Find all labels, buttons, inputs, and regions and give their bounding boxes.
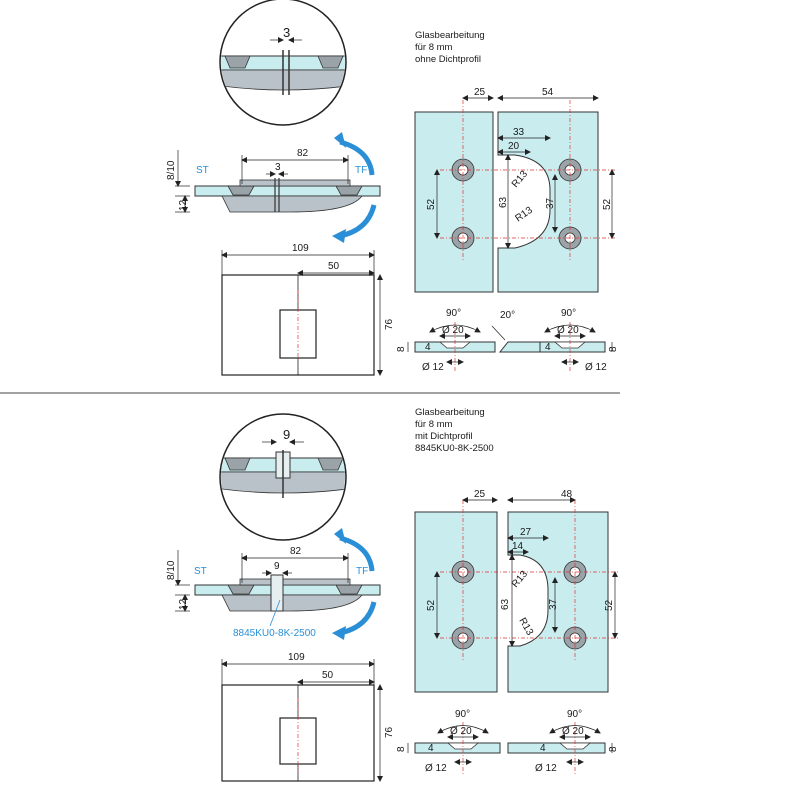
- top-note-3: ohne Dichtprofil: [415, 54, 481, 65]
- top-sec-dia-right: Ø 20: [557, 325, 579, 336]
- bottom-label-tf: TF: [356, 566, 368, 577]
- bottom-label-st: ST: [194, 566, 207, 577]
- bottom-side-gap: 9: [274, 561, 280, 572]
- bottom-profile-label: 8845KU0-8K-2500: [233, 628, 316, 639]
- top-detail-circle: 3: [219, 0, 347, 126]
- bottom-glass-left-width: 25: [474, 489, 486, 500]
- bottom-side-height: 12: [178, 598, 189, 610]
- top-side-view: 82 3 ST TF 8/10 12: [166, 132, 381, 243]
- top-sec-step-right: 4: [545, 342, 551, 353]
- top-sec-angle-right: 90°: [561, 308, 576, 319]
- top-glass-right-width: 54: [542, 87, 554, 98]
- bottom-side-width: 82: [290, 546, 302, 557]
- top-front-height: 76: [384, 318, 395, 330]
- top-side-thickness: 8/10: [166, 160, 177, 180]
- bottom-glass-hole-spacing-left: 52: [426, 599, 437, 611]
- bottom-glass-cut-height: 63: [500, 598, 511, 610]
- bottom-glass-cut-inner: 14: [512, 541, 524, 552]
- top-side-height: 12: [178, 199, 189, 211]
- bottom-side-thickness: 8/10: [166, 560, 177, 580]
- bottom-glass-right-width: 48: [561, 489, 573, 500]
- bottom-front-view: 109 50 76: [221, 652, 395, 782]
- bottom-front-height: 76: [384, 726, 395, 738]
- top-note-1: Glasbearbeitung: [415, 30, 485, 41]
- top-front-width: 109: [292, 243, 309, 254]
- top-label-tf: TF: [355, 165, 367, 176]
- bottom-sec-angle-right: 90°: [567, 709, 582, 720]
- bottom-sec-dia-small-right: Ø 12: [535, 763, 557, 774]
- bottom-sec-thick-right: 8: [608, 746, 619, 752]
- bottom-sec-step-left: 4: [428, 743, 434, 754]
- top-sec-dia-small-left: Ø 12: [422, 362, 444, 373]
- bottom-section: 9 Glasbearbeitung für 8 mm mit Dichtprof…: [166, 407, 620, 782]
- top-side-gap: 3: [275, 162, 281, 173]
- bottom-sec-thick-left: 8: [396, 746, 407, 752]
- top-sec-angle-left: 90°: [446, 308, 461, 319]
- top-side-width: 82: [297, 148, 309, 159]
- bottom-glass-hole-spacing-right: 52: [604, 599, 615, 611]
- top-sec-dia-left: Ø 20: [442, 325, 464, 336]
- bottom-front-half: 50: [322, 670, 334, 681]
- bottom-cross-sections: 90° Ø 20 8 4 Ø 12 90° Ø 20 4 8 Ø 12: [396, 709, 619, 774]
- top-sec-step-left: 4: [425, 342, 431, 353]
- bottom-note-4: 8845KU0-8K-2500: [415, 443, 494, 454]
- top-glass-left-width: 25: [474, 87, 486, 98]
- bottom-note-1: Glasbearbeitung: [415, 407, 485, 418]
- bottom-sec-step-right: 4: [540, 743, 546, 754]
- top-cross-sections: 90° Ø 20 8 4 Ø 12 20° 90° Ø 20 4 8 Ø 12: [396, 308, 619, 373]
- bottom-sec-angle-left: 90°: [455, 709, 470, 720]
- top-sec-thick-right: 8: [608, 346, 619, 352]
- top-section: 3 Glasbearbeitung für 8 mm ohne Dichtpro…: [166, 0, 619, 376]
- top-glass-cut-inner-height: 37: [545, 197, 556, 209]
- bottom-sec-dia-small-left: Ø 12: [425, 763, 447, 774]
- top-glass-cut-inner: 20: [508, 141, 520, 152]
- bottom-detail-circle: 9: [219, 413, 347, 541]
- top-glass-radius-top: R13: [510, 168, 531, 189]
- bottom-sec-dia-right: Ø 20: [562, 726, 584, 737]
- top-label-st: ST: [196, 165, 209, 176]
- top-glass-hole-spacing-left: 52: [426, 198, 437, 210]
- top-glass-cut-outer: 33: [513, 127, 525, 138]
- bottom-glass-radius-bottom: R13: [516, 616, 535, 638]
- top-front-view: 109 50 76: [221, 243, 395, 376]
- bottom-side-view: 82 9 ST TF 8/10 12 8845KU0-8K-2500: [166, 528, 381, 640]
- top-glass-cut-height: 63: [498, 196, 509, 208]
- bottom-glass-cut-inner-height: 37: [548, 598, 559, 610]
- top-detail-gap: 3: [283, 25, 290, 40]
- top-sec-bevel: 20°: [500, 310, 515, 321]
- bottom-note-3: mit Dichtprofil: [415, 431, 473, 442]
- bottom-glass-cut-outer: 27: [520, 527, 532, 538]
- top-glass-radius-bottom: R13: [513, 205, 535, 225]
- top-front-half: 50: [328, 261, 340, 272]
- bottom-note-2: für 8 mm: [415, 419, 453, 430]
- bottom-glass-cutouts: 25 48 27 14 R13 R13 52 63 37 52: [414, 489, 620, 693]
- bottom-sec-dia-left: Ø 20: [450, 726, 472, 737]
- top-glass-cutouts: 25 54 33 20 R13 R13 52 63 37 52: [414, 87, 615, 293]
- top-sec-dia-small-right: Ø 12: [585, 362, 607, 373]
- top-sec-thick-left: 8: [396, 346, 407, 352]
- bottom-detail-gap: 9: [283, 427, 290, 442]
- bottom-front-width: 109: [288, 652, 305, 663]
- top-glass-hole-spacing-right: 52: [602, 198, 613, 210]
- top-note-2: für 8 mm: [415, 42, 453, 53]
